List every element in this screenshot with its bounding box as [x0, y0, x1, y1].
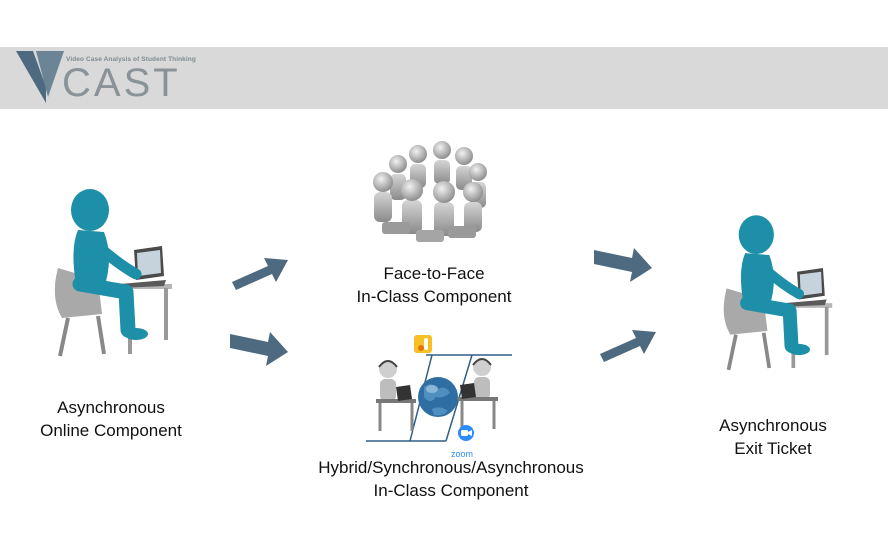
top-node-line2: In-Class Component [356, 287, 512, 306]
group-circle-icon [373, 141, 487, 242]
top-node-label: Face-to-Face In-Class Component [339, 262, 529, 308]
zoom-label: zoom [451, 449, 474, 459]
right-node-line1: Asynchronous [719, 416, 827, 435]
left-node-line2: Online Component [40, 421, 182, 440]
arrow-bottom-to-right-icon [600, 330, 656, 362]
logo-tagline: Video Case Analysis of Student Thinking [66, 56, 196, 63]
bottom-node-line1: Hybrid/Synchronous/Asynchronous [318, 458, 584, 477]
arrow-top-to-right-icon [594, 248, 652, 282]
header-bar: Video Case Analysis of Student Thinking … [0, 47, 888, 109]
left-node-label: Asynchronous Online Component [16, 396, 206, 442]
arrow-left-to-bottom-icon [230, 332, 288, 366]
arrow-left-to-top-icon [232, 258, 288, 290]
left-node-line1: Asynchronous [57, 398, 165, 417]
hybrid-meeting-globe-icon [366, 335, 512, 442]
bottom-node-label: Hybrid/Synchronous/Asynchronous In-Class… [296, 456, 606, 502]
top-node-line1: Face-to-Face [383, 264, 485, 283]
vcast-logo-icon [16, 51, 64, 103]
logo-text: CAST [62, 61, 181, 105]
right-node-label: Asynchronous Exit Ticket [678, 414, 868, 460]
right-person-laptop-icon [723, 215, 833, 371]
bottom-node-line2: In-Class Component [373, 481, 529, 500]
left-person-laptop-icon [54, 189, 172, 357]
right-node-line2: Exit Ticket [734, 439, 812, 458]
